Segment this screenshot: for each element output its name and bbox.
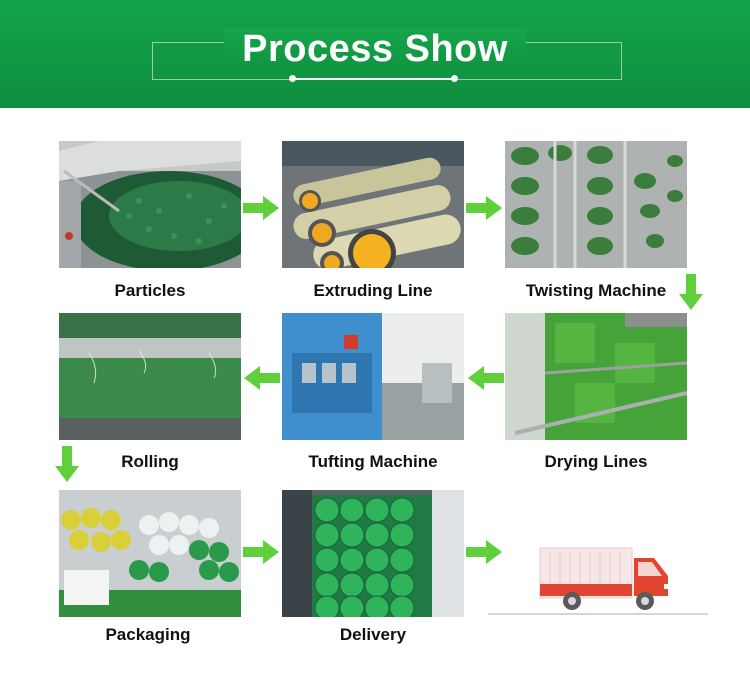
step-label-drying-lines: Drying Lines xyxy=(544,452,648,471)
photo-drying-lines xyxy=(505,313,687,440)
arrow-right-icon xyxy=(243,196,279,220)
truck-icon xyxy=(488,547,708,615)
arrow-left-icon xyxy=(244,366,280,390)
arrow-right-icon xyxy=(243,540,279,564)
arrow-down-icon xyxy=(55,446,79,482)
photo-twisting-machine xyxy=(505,141,687,268)
step-label-packaging: Packaging xyxy=(105,625,191,644)
step-label-tufting-machine: Tufting Machine xyxy=(308,452,438,471)
step-label-twisting-machine: Twisting Machine xyxy=(525,281,667,300)
underline-dot-right xyxy=(451,75,458,82)
photo-extruding-line xyxy=(282,141,464,268)
step-label-delivery: Delivery xyxy=(339,625,407,644)
step-label-rolling: Rolling xyxy=(121,452,179,471)
arrow-right-icon xyxy=(466,196,502,220)
arrow-left-icon xyxy=(468,366,504,390)
arrow-down-icon xyxy=(679,274,703,310)
photo-particles xyxy=(59,141,241,268)
photo-packaging xyxy=(59,490,241,617)
header-banner: Process Show xyxy=(0,0,750,108)
photo-tufting-machine xyxy=(282,313,464,440)
step-label-particles: Particles xyxy=(114,281,186,300)
arrow-right-icon xyxy=(466,540,502,564)
page-title: Process Show xyxy=(0,28,750,71)
step-label-extruding-line: Extruding Line xyxy=(313,281,433,300)
photo-delivery xyxy=(282,490,464,617)
photo-rolling xyxy=(59,313,241,440)
underline-dot-left xyxy=(289,75,296,82)
title-underline xyxy=(296,78,454,80)
